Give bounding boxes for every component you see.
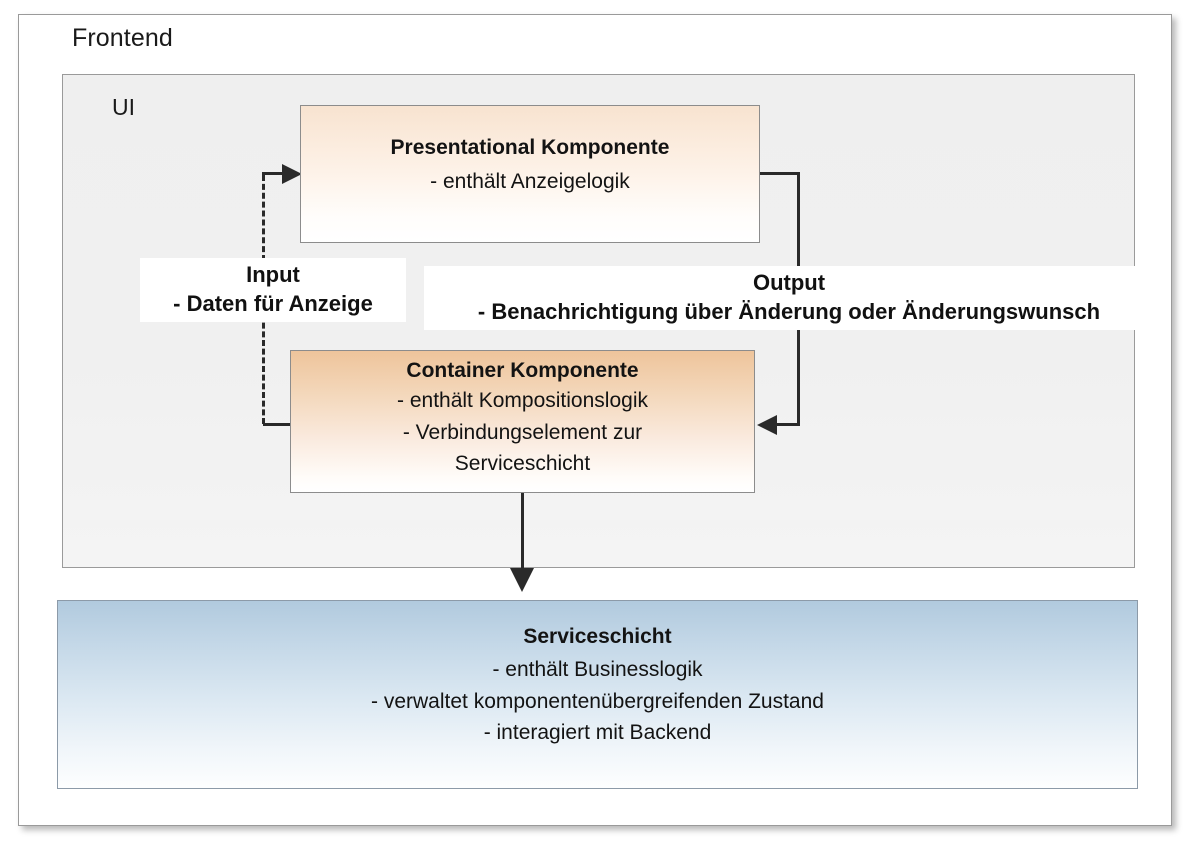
output-edge-arrowhead: [757, 415, 777, 435]
service-edge-arrowhead: [510, 568, 534, 592]
input-edge-dashed-lower: [262, 314, 265, 424]
serviceschicht-line-1: - enthält Businesslogik: [492, 658, 703, 682]
input-edge-label: Input - Daten für Anzeige: [140, 258, 406, 323]
output-edge-horizontal-top: [758, 172, 800, 175]
input-edge-stub: [263, 423, 295, 426]
output-edge-label: Output - Benachrichtigung über Änderung …: [424, 266, 1154, 331]
ui-label: UI: [112, 94, 135, 120]
container-komponente-line-2: - Verbindungselement zur: [402, 420, 643, 444]
container-komponente-line-3: Serviceschicht: [454, 452, 591, 476]
container-komponente-title: Container Komponente: [406, 359, 639, 382]
presentational-komponente-title: Presentational Komponente: [390, 136, 670, 159]
presentational-komponente-box[interactable]: Presentational Komponente - enthält Anze…: [300, 105, 760, 243]
serviceschicht-title: Serviceschicht: [523, 625, 672, 648]
frontend-label: Frontend: [72, 24, 173, 52]
serviceschicht-line-3: - interagiert mit Backend: [483, 721, 712, 745]
presentational-komponente-line-1: - enthält Anzeigelogik: [430, 170, 630, 194]
input-edge-horizontal: [262, 172, 290, 175]
input-edge-arrowhead: [282, 164, 302, 184]
serviceschicht-box[interactable]: Serviceschicht - enthält Businesslogik -…: [57, 600, 1138, 789]
container-komponente-box[interactable]: Container Komponente - enthält Kompositi…: [290, 350, 755, 493]
input-edge-dashed-upper: [262, 175, 265, 261]
input-edge-label-subtitle: - Daten für Anzeige: [173, 291, 373, 317]
output-edge-horizontal-bottom: [775, 423, 800, 426]
input-edge-label-title: Input: [246, 262, 300, 287]
output-edge-label-title: Output: [752, 270, 826, 295]
output-edge-label-subtitle: - Benachrichtigung über Änderung oder Än…: [477, 299, 1101, 325]
service-edge-vertical: [521, 493, 524, 571]
container-komponente-line-1: - enthält Kompositionslogik: [397, 389, 648, 413]
serviceschicht-line-2: - verwaltet komponentenübergreifenden Zu…: [371, 689, 824, 713]
